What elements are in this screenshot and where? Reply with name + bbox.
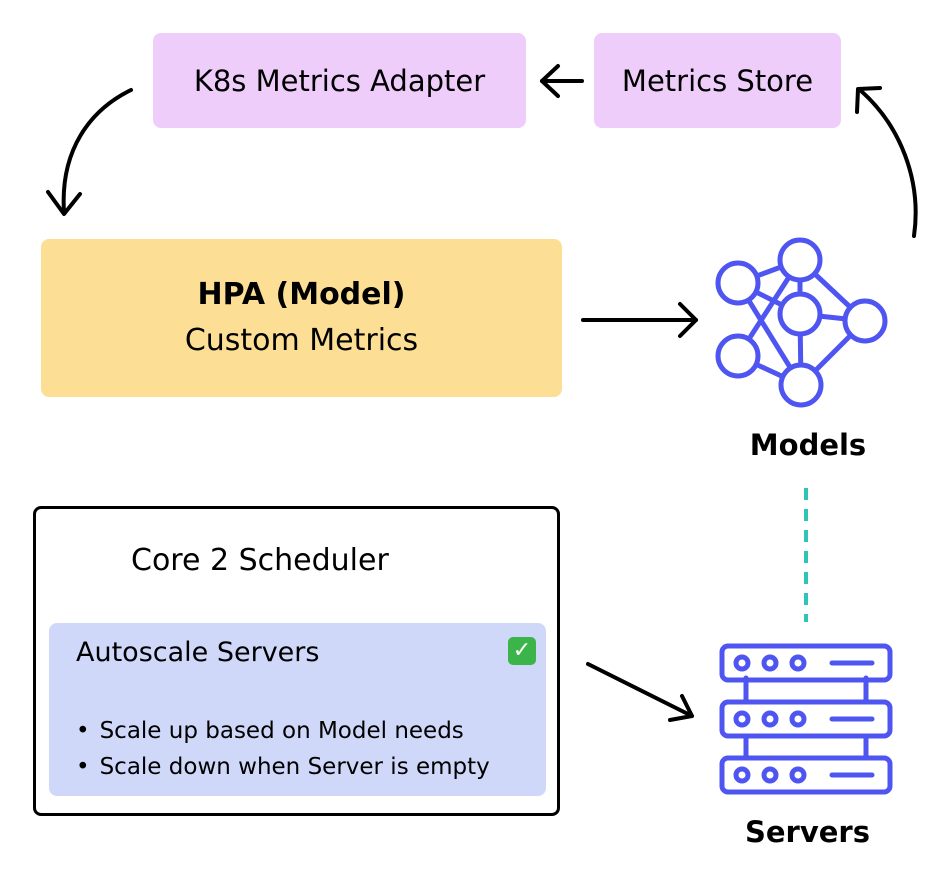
core-2-scheduler-box: Core 2 Scheduler Autoscale Servers ✓ Sca… — [33, 506, 560, 816]
bullet-item-scale-down: Scale down when Server is empty — [76, 749, 490, 785]
neural-network-icon — [715, 237, 888, 408]
arrow-scheduler-to-servers — [586, 662, 694, 722]
bullet-item-scale-up: Scale up based on Model needs — [76, 713, 490, 749]
autoscale-servers-title: Autoscale Servers — [76, 637, 320, 668]
arrow-store-to-adapter — [540, 64, 584, 98]
hpa-title: HPA (Model) — [197, 277, 406, 312]
metrics-store-label: Metrics Store — [621, 63, 814, 98]
servers-label: Servers — [745, 815, 870, 849]
autoscale-servers-panel: Autoscale Servers ✓ Scale up based on Mo… — [49, 623, 546, 796]
metrics-store-box: Metrics Store — [594, 33, 841, 128]
hpa-box: HPA (Model) Custom Metrics — [41, 239, 562, 397]
k8s-metrics-adapter-box: K8s Metrics Adapter — [153, 33, 526, 128]
models-label: Models — [749, 428, 867, 462]
check-mark-icon: ✓ — [508, 637, 536, 665]
autoscale-bullet-list: Scale up based on Model needs Scale down… — [76, 713, 490, 785]
arrow-models-to-store — [855, 86, 918, 238]
arrow-adapter-to-hpa — [46, 88, 133, 216]
hpa-subtitle: Custom Metrics — [184, 323, 419, 358]
k8s-metrics-adapter-label: K8s Metrics Adapter — [193, 63, 486, 98]
arrow-hpa-to-models — [581, 302, 698, 338]
server-rack-icon — [719, 643, 893, 795]
scheduler-title: Core 2 Scheduler — [131, 543, 389, 578]
